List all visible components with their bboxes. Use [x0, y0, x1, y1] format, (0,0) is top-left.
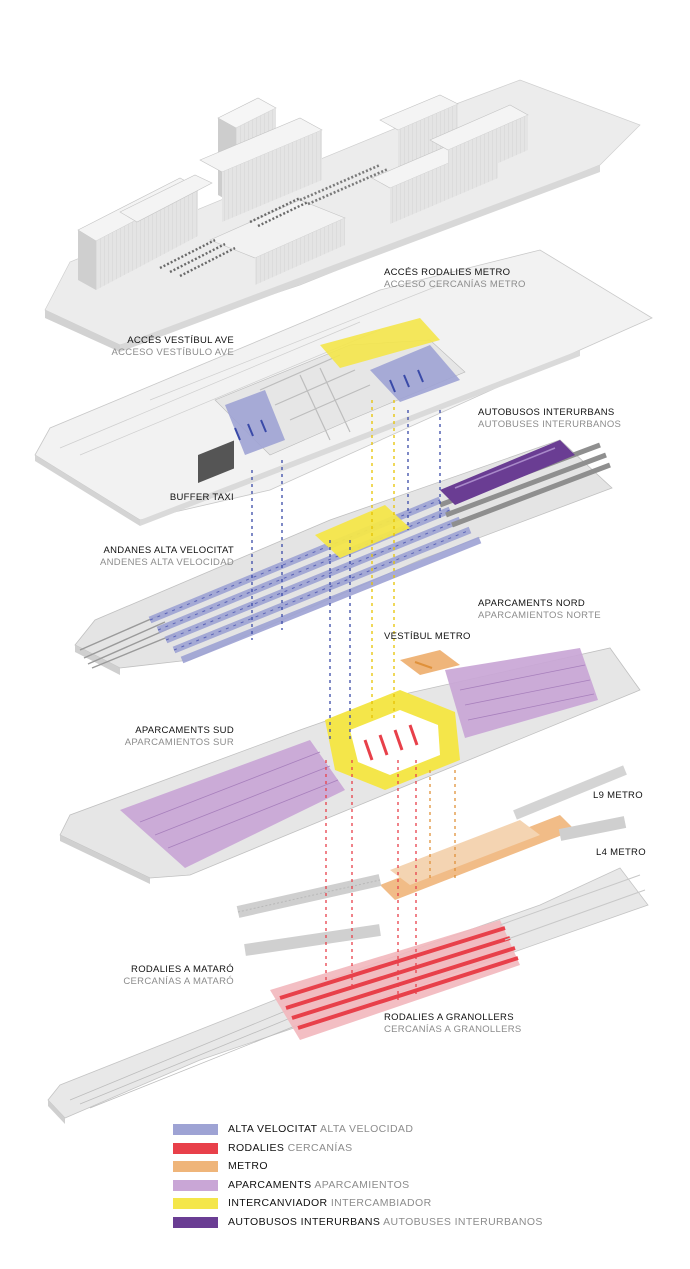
label-autobusos-ca: AUTOBUSOS INTERURBANS — [478, 407, 615, 418]
legend-label: INTERCANVIADOR INTERCAMBIADOR — [228, 1197, 432, 1209]
legend-swatch-metro — [173, 1161, 218, 1173]
legend-label-ca: METRO — [228, 1160, 268, 1173]
legend-item: RODALIES CERCANÍAS — [173, 1140, 593, 1159]
legend-item: AUTOBUSOS INTERURBANS AUTOBUSES INTERURB… — [173, 1214, 593, 1233]
level-roof-buildings — [44, 79, 641, 352]
legend-swatch-aparcaments — [173, 1179, 218, 1191]
label-l4-metro: L4 METRO — [596, 847, 646, 859]
label-l9-metro-ca: L9 METRO — [593, 790, 643, 801]
legend-item: METRO — [173, 1158, 593, 1177]
label-acces-ave: ACCÉS VESTÍBUL AVE ACCESO VESTÍBULO AVE — [110, 335, 234, 359]
level-parking — [59, 647, 641, 884]
label-aparcaments-nord-es: APARCAMIENTOS NORTE — [478, 610, 601, 621]
label-rodalies-mataro-es: CERCANÍAS A MATARÓ — [123, 976, 234, 987]
legend-label-es: INTERCAMBIADOR — [330, 1197, 432, 1210]
label-acces-rodalies-es: ACCESO CERCANÍAS METRO — [384, 279, 526, 290]
legend-swatch-intercanviador — [173, 1198, 218, 1210]
label-andanes-av-es: ANDENES ALTA VELOCIDAD — [99, 557, 234, 568]
legend-swatch-rodalies — [173, 1142, 218, 1154]
legend-label-ca: INTERCANVIADOR — [228, 1197, 328, 1210]
label-rodalies-granollers-es: CERCANÍAS A GRANOLLERS — [384, 1024, 522, 1035]
label-andanes-av: ANDANES ALTA VELOCITAT ANDENES ALTA VELO… — [90, 545, 234, 569]
legend-label-ca: ALTA VELOCITAT — [228, 1123, 318, 1135]
label-rodalies-granollers: RODALIES A GRANOLLERS CERCANÍAS A GRANOL… — [384, 1012, 522, 1036]
legend-label-es: APARCAMIENTOS — [314, 1178, 410, 1191]
label-aparcaments-sud-es: APARCAMIENTOS SUR — [124, 737, 234, 748]
label-rodalies-mataro: RODALIES A MATARÓ CERCANÍAS A MATARÓ — [100, 964, 234, 988]
label-acces-ave-ca: ACCÉS VESTÍBUL AVE — [127, 335, 234, 346]
label-buffer-taxi-ca: BUFFER TAXI — [169, 492, 234, 503]
legend-label-ca: RODALIES — [228, 1141, 285, 1154]
legend-label-ca: APARCAMENTS — [228, 1178, 312, 1191]
taxi-buffer — [198, 440, 234, 484]
label-acces-rodalies: ACCÉS RODALIES METRO ACCESO CERCANÍAS ME… — [384, 267, 526, 291]
label-autobusos-es: AUTOBUSES INTERURBANOS — [478, 419, 622, 430]
legend-swatch-autobusos — [173, 1216, 218, 1228]
legend-item: INTERCANVIADOR INTERCAMBIADOR — [173, 1195, 593, 1214]
label-rodalies-mataro-ca: RODALIES A MATARÓ — [131, 964, 234, 975]
legend-label-ca: AUTOBUSOS INTERURBANS — [228, 1215, 381, 1228]
label-aparcaments-nord-ca: APARCAMENTS NORD — [478, 598, 586, 609]
level-access-vestibule — [34, 249, 653, 526]
label-l9-metro: L9 METRO — [593, 790, 643, 802]
legend-item: ALTA VELOCITAT ALTA VELOCIDAD — [173, 1121, 593, 1140]
label-acces-ave-es: ACCESO VESTÍBULO AVE — [111, 347, 234, 358]
label-l4-metro-ca: L4 METRO — [596, 847, 646, 858]
label-autobusos: AUTOBUSOS INTERURBANS AUTOBUSES INTERURB… — [478, 407, 621, 431]
label-vestibul-metro-ca: VESTÍBUL METRO — [384, 631, 471, 642]
level-high-speed-platforms — [74, 439, 613, 675]
legend-swatch-alta-velocitat — [173, 1124, 218, 1135]
vertical-connections — [251, 400, 456, 1000]
label-acces-rodalies-ca: ACCÉS RODALIES METRO — [384, 267, 511, 278]
level-commuter-platforms — [47, 867, 649, 1124]
label-aparcaments-sud-ca: APARCAMENTS SUD — [135, 725, 234, 736]
level-metro-lines — [236, 765, 627, 956]
legend-label: RODALIES CERCANÍAS — [228, 1142, 353, 1154]
label-aparcaments-nord: APARCAMENTS NORD APARCAMIENTOS NORTE — [478, 598, 601, 622]
label-aparcaments-sud: APARCAMENTS SUD APARCAMIENTOS SUR — [110, 725, 234, 749]
label-rodalies-granollers-ca: RODALIES A GRANOLLERS — [384, 1012, 514, 1023]
label-andanes-av-ca: ANDANES ALTA VELOCITAT — [103, 545, 234, 556]
legend-item: APARCAMENTS APARCAMIENTOS — [173, 1177, 593, 1196]
legend: ALTA VELOCITAT ALTA VELOCIDAD RODALIES C… — [173, 1121, 593, 1233]
legend-label-es: AUTOBUSES INTERURBANOS — [383, 1215, 543, 1228]
legend-label: APARCAMENTS APARCAMIENTOS — [228, 1179, 410, 1191]
legend-label: AUTOBUSOS INTERURBANS AUTOBUSES INTERURB… — [228, 1216, 543, 1228]
legend-label-es: ALTA VELOCIDAD — [320, 1123, 414, 1135]
legend-label-es: CERCANÍAS — [287, 1141, 353, 1154]
legend-label: ALTA VELOCITAT ALTA VELOCIDAD — [228, 1123, 413, 1135]
legend-label: METRO — [228, 1160, 268, 1172]
label-vestibul-metro: VESTÍBUL METRO — [384, 631, 471, 643]
label-buffer-taxi: BUFFER TAXI — [140, 492, 234, 504]
